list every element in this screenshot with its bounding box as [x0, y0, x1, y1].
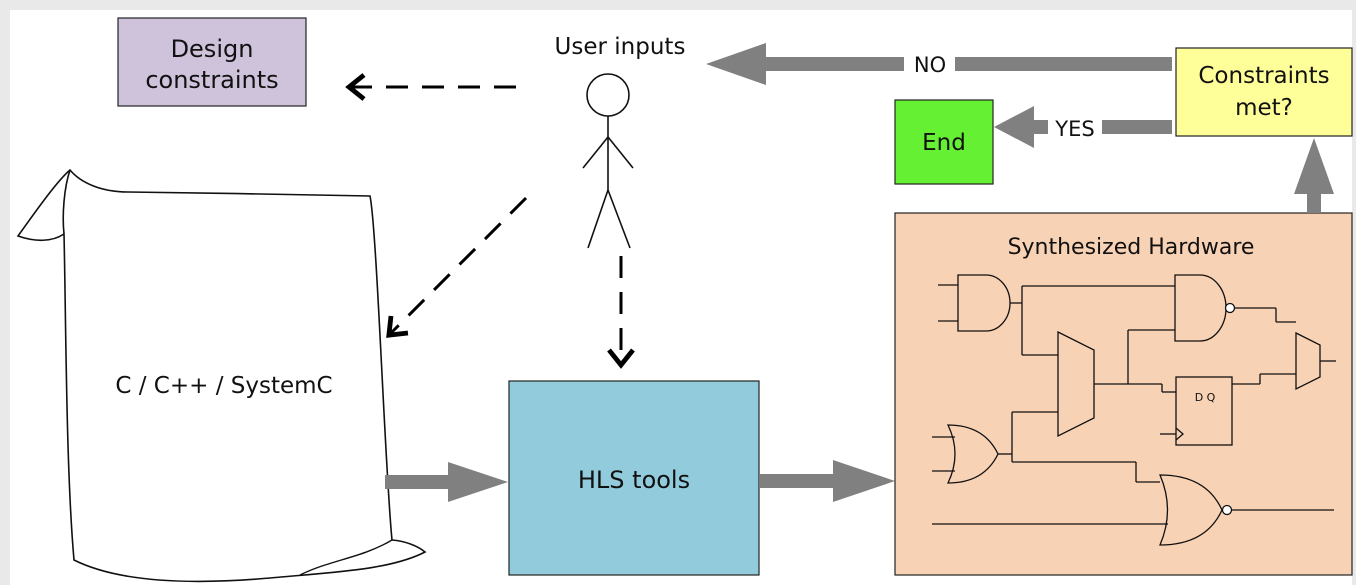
user-stick-figure-icon — [582, 73, 634, 249]
mux-icon — [1057, 330, 1095, 438]
dashed-arrow-user-to-source — [386, 196, 528, 338]
logic-circuit-schematic — [932, 274, 1336, 546]
scroll-icon — [16, 168, 427, 583]
constraints-decision-node: Constraints met? — [1175, 47, 1353, 137]
user-node: User inputs — [555, 34, 686, 249]
mux-output-icon — [1295, 331, 1321, 391]
edge-label-no: NO — [914, 53, 946, 77]
arrow-yes-to-end — [994, 106, 1172, 148]
end-box — [894, 99, 994, 185]
hls-tools-label: HLS tools — [578, 466, 690, 494]
user-label: User inputs — [555, 34, 686, 60]
arrow-hardware-to-decision — [1294, 138, 1334, 213]
arrow-source-to-hls — [385, 462, 508, 502]
hls-tools-box — [508, 380, 760, 576]
end-label: End — [922, 130, 966, 156]
design-constraints-box — [117, 17, 307, 107]
flip-flop-icon — [1175, 376, 1233, 446]
or-gate-icon — [946, 424, 999, 484]
arrow-hls-to-hardware — [760, 460, 895, 502]
edge-label-yes: YES — [1054, 117, 1094, 141]
end-node: End — [894, 99, 994, 185]
hls-tools-node: HLS tools — [508, 380, 760, 576]
decision-line1: Constraints — [1198, 63, 1329, 89]
and-gate-icon — [957, 274, 1011, 332]
synthesized-hardware-label: Synthesized Hardware — [1008, 235, 1255, 260]
design-constraints-line1: Design — [171, 35, 254, 63]
source-code-label: C / C++ / SystemC — [115, 373, 332, 399]
decision-line2: met? — [1235, 95, 1293, 121]
constraints-decision-box — [1175, 47, 1353, 137]
design-constraints-node: Design constraints — [117, 17, 307, 107]
synthesized-hardware-node: Synthesized Hardware — [894, 212, 1353, 576]
design-constraints-line2: constraints — [145, 66, 278, 94]
nor-gate-icon — [1159, 474, 1223, 546]
flip-flop-label: D Q — [1195, 391, 1216, 404]
source-code-node: C / C++ / SystemC — [16, 168, 427, 583]
synthesized-hardware-box — [894, 212, 1353, 576]
arrow-no-to-user — [706, 43, 1172, 85]
